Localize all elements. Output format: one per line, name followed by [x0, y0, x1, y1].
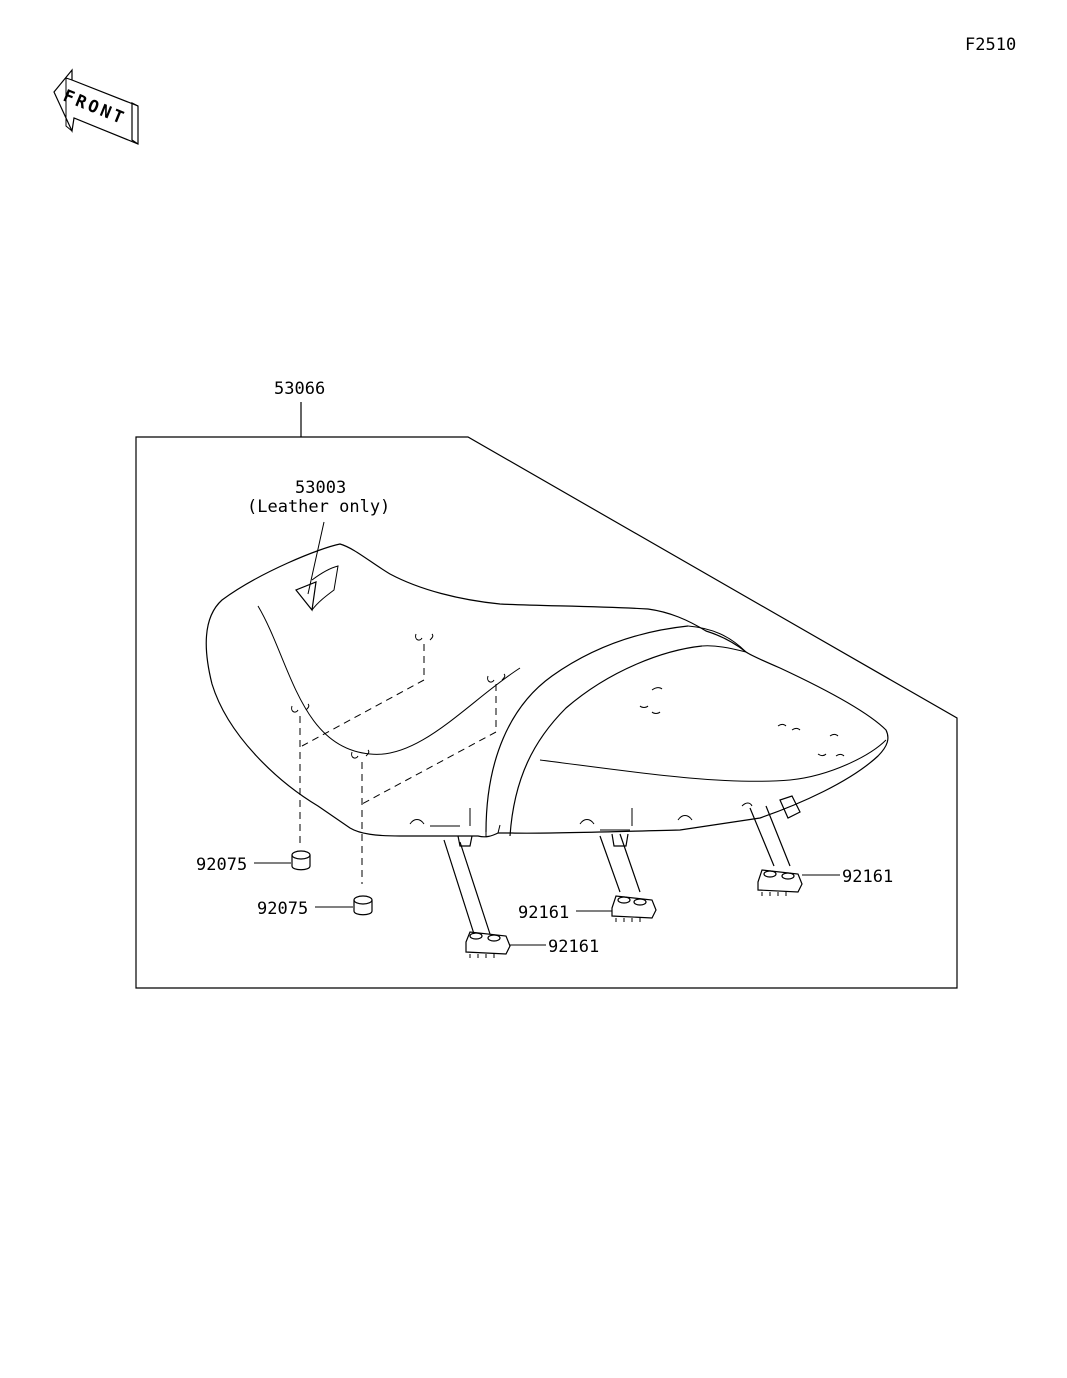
- front-arrow-label: FRONT: [60, 86, 129, 129]
- bracket-front-icon: [443, 839, 511, 958]
- label-bracket-rear: 92161: [842, 867, 893, 887]
- label-damper-2: 92075: [257, 899, 308, 919]
- label-leather-patch: 53003: [295, 478, 346, 498]
- label-damper-1: 92075: [196, 855, 247, 875]
- label-seat-assembly: 53066: [274, 379, 325, 399]
- label-bracket-front: 92161: [548, 937, 599, 957]
- bracket-middle-icon: [599, 833, 657, 922]
- assembly-boundary: [135, 436, 958, 989]
- damper-2-icon: [353, 895, 373, 916]
- label-bracket-middle: 92161: [518, 903, 569, 923]
- label-leather-note: (Leather only): [247, 497, 390, 517]
- figure-code: F2510: [965, 35, 1016, 55]
- seat-drawing: [205, 543, 889, 847]
- front-arrow-icon: FRONT: [53, 68, 139, 145]
- bracket-rear-icon: [749, 805, 803, 896]
- damper-1-icon: [291, 850, 311, 871]
- assembly-guides: [299, 644, 497, 884]
